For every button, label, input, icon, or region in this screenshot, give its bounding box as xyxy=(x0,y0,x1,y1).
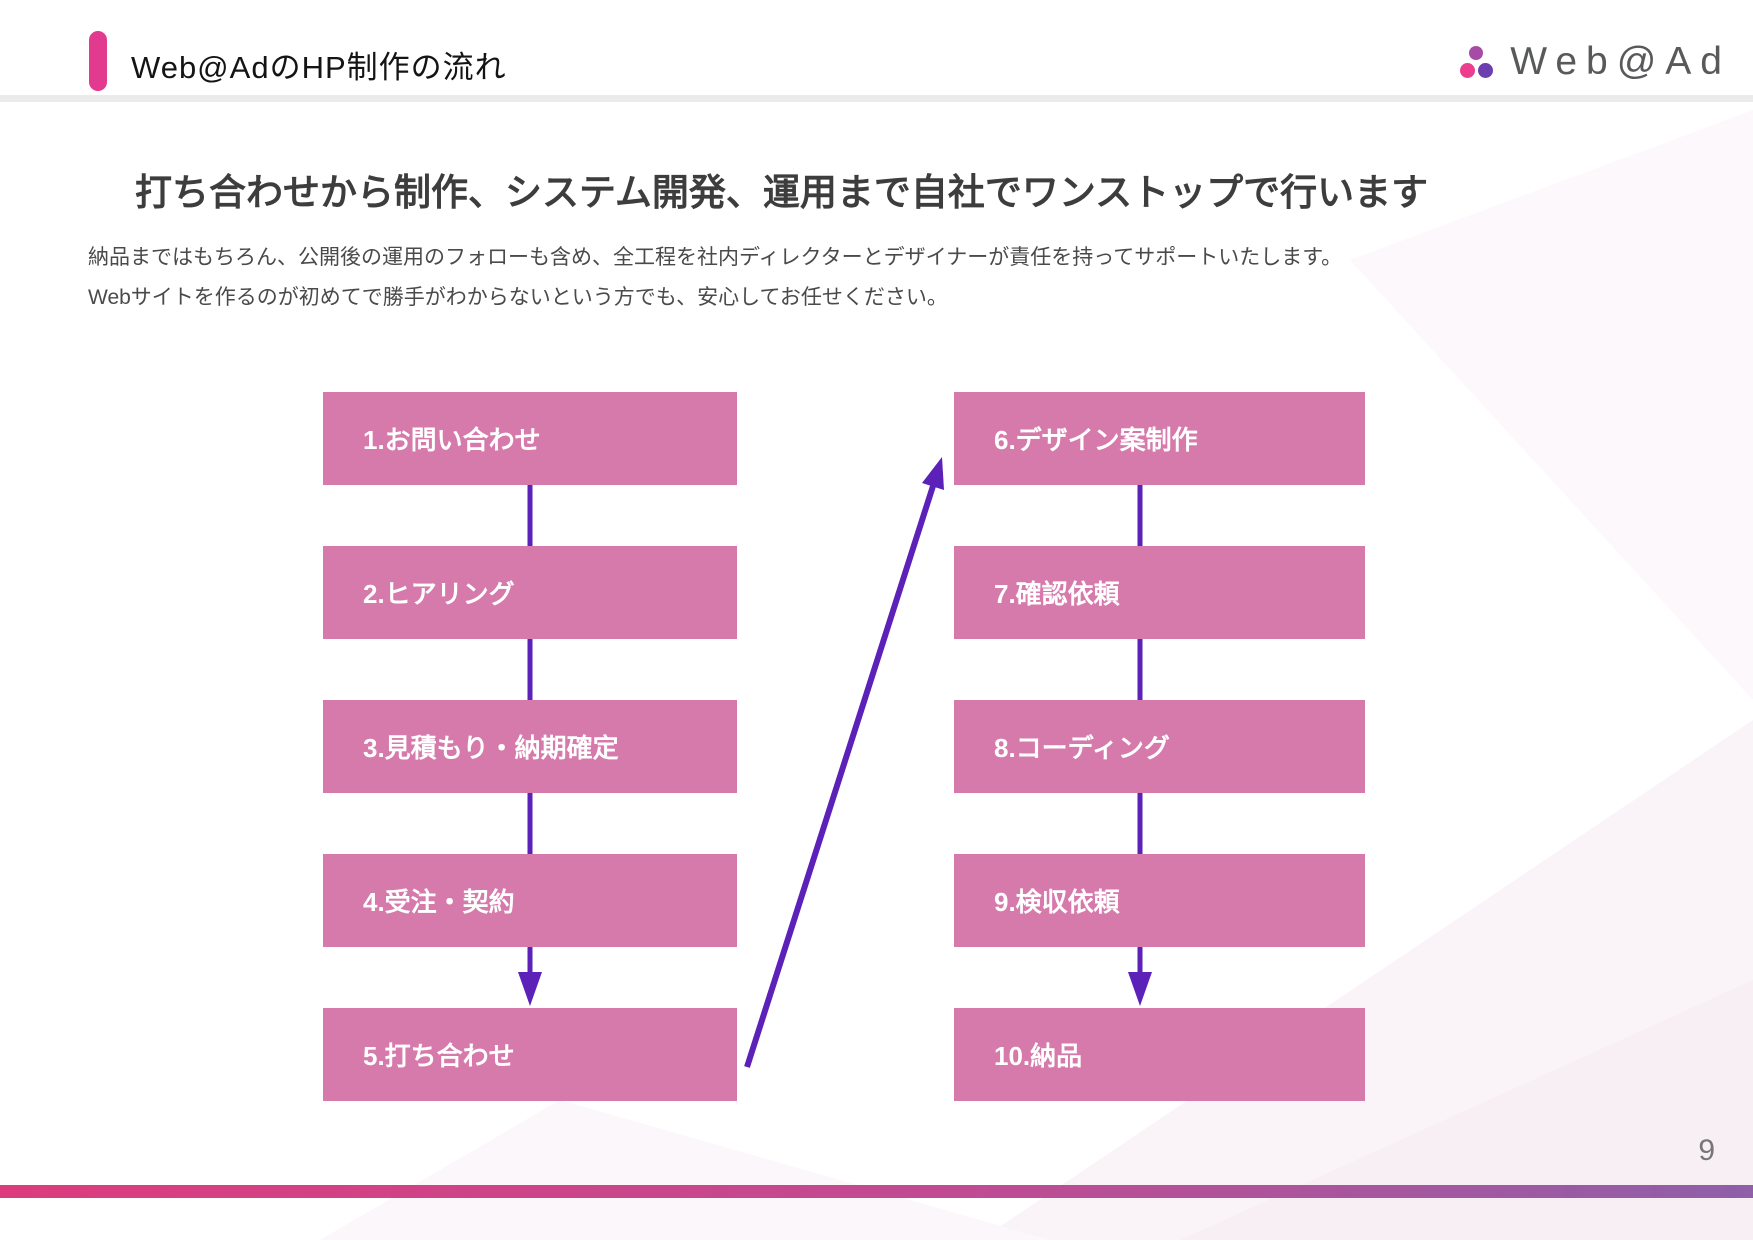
logo-dots-icon xyxy=(1460,45,1494,79)
flow-step-8: 8.コーディング xyxy=(954,700,1365,793)
title-accent-bar xyxy=(89,31,107,91)
flow-step-9: 9.検収依頼 xyxy=(954,854,1365,947)
bottom-gradient-bar xyxy=(0,1185,1753,1198)
logo-dot-left xyxy=(1460,63,1476,78)
description-text: 納品まではもちろん、公開後の運用のフォローも含め、全工程を社内ディレクターとデザ… xyxy=(88,238,1342,318)
page-number: 9 xyxy=(1698,1134,1715,1167)
flow-step-3: 3.見積もり・納期確定 xyxy=(323,700,737,793)
description-line-1: 納品まではもちろん、公開後の運用のフォローも含め、全工程を社内ディレクターとデザ… xyxy=(88,246,1343,269)
diagonal-connector xyxy=(744,485,936,1068)
logo-dot-right xyxy=(1478,63,1494,78)
logo-dot-top xyxy=(1469,46,1484,60)
flow-step-4: 4.受注・契約 xyxy=(323,854,737,947)
flow-step-10: 10.納品 xyxy=(954,1008,1365,1101)
flow-step-1: 1.お問い合わせ xyxy=(323,392,737,485)
flow-step-7: 7.確認依頼 xyxy=(954,546,1365,639)
page-title: Web@AdのHP制作の流れ xyxy=(131,50,507,85)
logo-text: Web@Ad xyxy=(1510,40,1731,83)
header-divider xyxy=(0,95,1753,102)
diagonal-arrowhead xyxy=(922,457,944,490)
slide-header: Web@AdのHP制作の流れ Web@Ad xyxy=(0,0,1753,95)
flow-step-6: 6.デザイン案制作 xyxy=(954,392,1365,485)
main-heading: 打ち合わせから制作、システム開発、運用まで自社でワンストップで行います xyxy=(135,172,1429,213)
left-column-arrowhead xyxy=(518,972,542,1006)
webad-logo: Web@Ad xyxy=(1460,40,1731,84)
description-line-2: Webサイトを作るのが初めてで勝手がわからないという方でも、安心してお任せくださ… xyxy=(88,286,948,309)
flow-step-5: 5.打ち合わせ xyxy=(323,1008,737,1101)
flow-step-2: 2.ヒアリング xyxy=(323,546,737,639)
right-column-arrowhead xyxy=(1128,972,1152,1006)
